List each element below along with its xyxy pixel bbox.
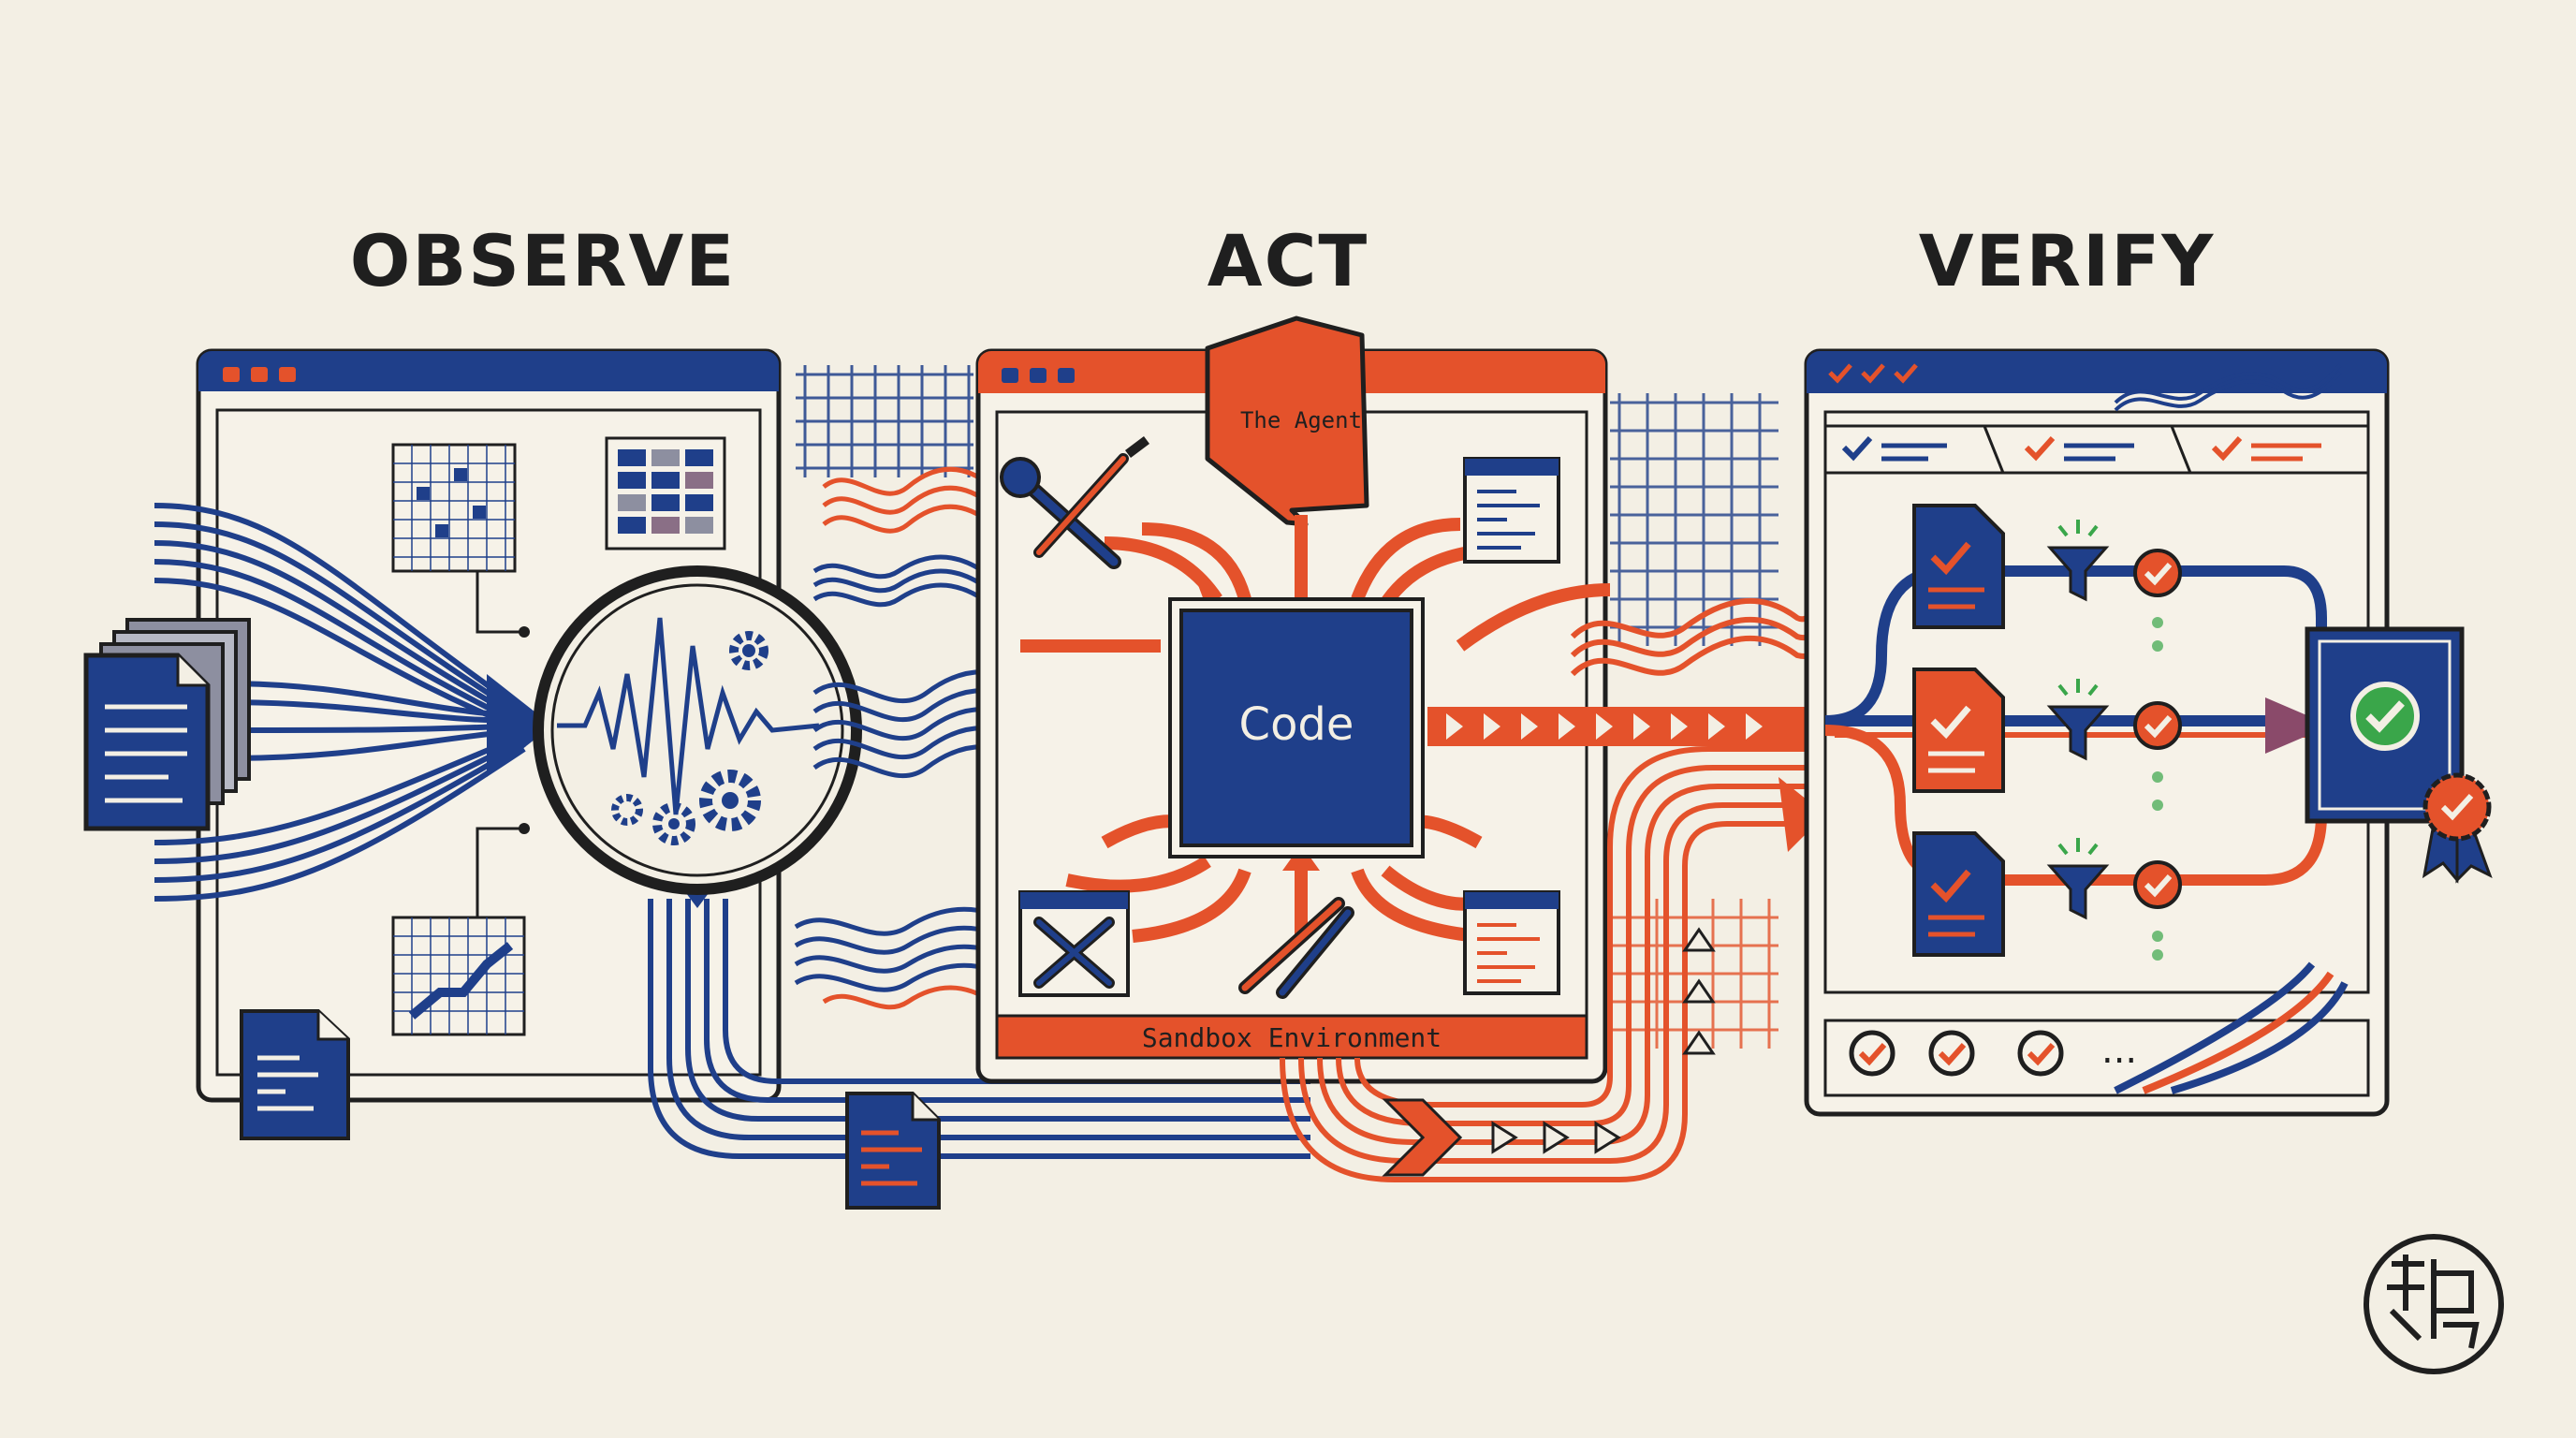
sandbox-environment-label: Sandbox Environment <box>1142 1022 1442 1053</box>
checklist-doc-icon <box>1912 831 2005 957</box>
code-core-block: Code <box>1168 597 1425 858</box>
code-file-icon <box>845 1092 941 1210</box>
code-window-icon <box>1463 890 1560 995</box>
connector-grid-left <box>796 365 973 477</box>
grid-chart-icon <box>391 916 526 1036</box>
act-output-chevrons <box>1427 707 1839 746</box>
grid-chart-icon <box>391 443 517 573</box>
brush-pair-icon <box>1238 897 1354 999</box>
filter-funnel-icon <box>2046 546 2110 920</box>
document-stack-icon <box>83 618 251 831</box>
check-circle-icon <box>2133 549 2182 909</box>
checklist-doc-icon <box>1912 668 2005 793</box>
act-window-controls <box>1002 368 1075 383</box>
filter-sparkles <box>2057 520 2099 856</box>
checklist-doc-icon <box>1912 504 2005 629</box>
observe-to-act-waves-orange <box>822 466 994 1010</box>
tools-window-icon <box>1018 890 1130 997</box>
code-file-icon <box>240 1009 350 1140</box>
input-data-streams <box>154 503 526 902</box>
connector-grid-right <box>1610 393 1778 646</box>
agent-label: The Agent <box>1240 407 1362 433</box>
wrench-brush-icon <box>1000 436 1149 569</box>
sandbox-footer-bar <box>995 1014 1588 1060</box>
pipe-chevrons <box>1382 927 1716 1177</box>
agent-tool-arrows <box>1019 515 1611 943</box>
seal-stamp-icon <box>2364 1234 2504 1374</box>
observe-arrow-head <box>487 674 552 777</box>
heading-act: ACT <box>1208 219 1368 302</box>
code-window-icon <box>1463 457 1560 564</box>
heading-verify: VERIFY <box>1919 219 2215 302</box>
verify-header-checks <box>1828 363 1918 384</box>
code-core-label: Code <box>1239 698 1354 751</box>
green-progress-dots <box>2152 617 2163 961</box>
gear-icon <box>611 631 768 845</box>
heat-table-icon <box>605 436 726 550</box>
pipe-arrow-head <box>1778 777 1825 852</box>
observe-window-controls <box>223 367 296 382</box>
verify-status-bar: ... <box>1823 961 2370 1097</box>
verify-tabs <box>1823 424 2370 475</box>
ribbon-badge-icon <box>2422 772 2493 884</box>
heading-observe: OBSERVE <box>350 219 736 302</box>
observe-output-pipes <box>648 899 1341 1159</box>
verify-waves <box>2114 363 2342 412</box>
agent-badge: The Agent <box>1205 315 1369 527</box>
verify-merge-arrow <box>2265 697 2331 754</box>
status-more-dots: ... <box>2101 1029 2137 1072</box>
act-bottom-pipes <box>1280 746 1825 1182</box>
